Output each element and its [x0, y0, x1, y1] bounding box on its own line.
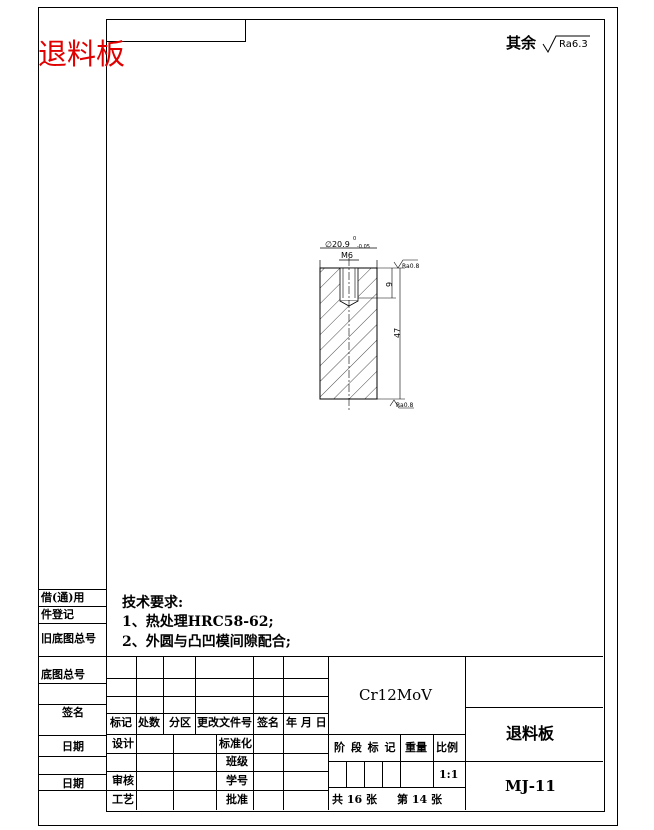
- title-block-divider: [465, 656, 466, 810]
- left-strip-row6: 日期: [62, 740, 84, 753]
- approve-label: 批准: [226, 793, 248, 806]
- dim-thread: M6: [341, 251, 353, 260]
- left-strip-line: [38, 774, 106, 775]
- left-strip-row1: 借(通)用: [41, 591, 85, 604]
- title-block-divider: [328, 656, 329, 810]
- left-strip-line: [38, 735, 106, 736]
- mid-col-line: [364, 761, 365, 787]
- mid-row-line: [328, 787, 465, 788]
- rev-col-line: [253, 656, 254, 810]
- rev-row-line: [106, 753, 328, 754]
- stamp-title: 退料板: [38, 37, 126, 71]
- mid-col-line: [433, 734, 434, 787]
- scale-label: 比例: [436, 741, 458, 754]
- rev-header-zone: 分区: [169, 716, 191, 729]
- left-strip-line: [38, 606, 106, 607]
- rev-header-mark: 标记: [110, 716, 132, 729]
- roughness-note-prefix: 其余: [506, 34, 537, 52]
- top-left-box: [106, 19, 246, 42]
- student-no-label: 学号: [226, 774, 248, 787]
- standardize-label: 标准化: [219, 737, 252, 750]
- roughness-note-value: Ra6.3: [559, 39, 588, 50]
- left-strip-line: [38, 704, 106, 705]
- sheets-total: 共 16 张: [332, 793, 377, 806]
- rev-row-line: [106, 713, 328, 714]
- mid-col-line: [400, 734, 401, 787]
- right-row-line: [465, 761, 603, 762]
- mid-col-line: [382, 761, 383, 787]
- rev-col-line: [163, 656, 164, 734]
- weight-label: 重量: [405, 741, 427, 754]
- rev-row-line: [106, 696, 328, 697]
- check-label: 审核: [112, 774, 134, 787]
- left-strip-line: [38, 683, 106, 684]
- left-strip-row5: 签名: [62, 706, 84, 719]
- material: Cr12MoV: [359, 686, 432, 704]
- left-strip-line: [38, 790, 106, 791]
- rev-row-line: [106, 790, 328, 791]
- part-name: 退料板: [506, 724, 555, 743]
- rev-header-sign: 签名: [257, 716, 279, 729]
- dim-height: 47: [393, 328, 402, 338]
- left-strip-row2: 件登记: [41, 608, 74, 621]
- left-strip-row4: 底图总号: [41, 668, 85, 681]
- rev-header-count: 处数: [138, 716, 160, 729]
- roughness-symbol-icon: Ra6.3: [542, 35, 590, 54]
- dim-diameter: ∅20.9: [325, 240, 350, 249]
- mid-row-line: [328, 734, 465, 735]
- rev-col-line: [216, 734, 217, 810]
- mid-row-line: [328, 761, 465, 762]
- dim-diameter-tol-upper: 0: [353, 236, 356, 242]
- tech-item-2: 2、外圆与凸凹模间隙配合;: [122, 634, 291, 650]
- left-strip-row3: 旧底图总号: [41, 632, 96, 645]
- rev-row-line: [106, 734, 328, 735]
- drawing-no: MJ-11: [505, 777, 556, 795]
- rev-row-line: [106, 771, 328, 772]
- part-drawing: ∅20.9 0 -0.05 M6 9 47 Ra0.8 Ra0.8: [319, 236, 419, 412]
- tech-heading: 技术要求:: [122, 595, 184, 611]
- class-label: 班级: [226, 755, 248, 768]
- stage-label: 阶 段 标 记: [334, 741, 396, 754]
- sheet-no: 第 14 张: [397, 793, 442, 806]
- left-strip-line: [38, 589, 106, 590]
- rev-col-line: [283, 656, 284, 810]
- scale-value: 1:1: [439, 768, 459, 781]
- title-block-top: [106, 656, 603, 657]
- inner-frame: [106, 19, 605, 812]
- dim-diameter-tol-lower: -0.05: [357, 244, 370, 250]
- roughness-top: Ra0.8: [402, 263, 419, 270]
- process-label: 工艺: [112, 793, 134, 806]
- roughness-bottom: Ra0.8: [396, 402, 413, 409]
- dim-depth: 9: [385, 282, 394, 287]
- rev-row-line: [106, 678, 328, 679]
- left-strip-line: [38, 623, 106, 624]
- left-strip-line: [38, 756, 106, 757]
- rev-col-line: [173, 734, 174, 810]
- rev-header-doc: 更改文件号: [197, 716, 252, 729]
- outer-border: [38, 7, 618, 826]
- left-strip-row7: 日期: [62, 777, 84, 790]
- design-label: 设计: [112, 737, 134, 750]
- rev-col-line: [195, 656, 196, 734]
- left-strip-line: [38, 656, 106, 657]
- tech-item-1: 1、热处理HRC58-62;: [122, 614, 274, 630]
- mid-col-line: [346, 761, 347, 787]
- right-row-line: [465, 707, 603, 708]
- rev-header-date: 年 月 日: [286, 716, 327, 729]
- rev-col-line: [136, 656, 137, 810]
- roughness-note: 其余: [506, 36, 536, 51]
